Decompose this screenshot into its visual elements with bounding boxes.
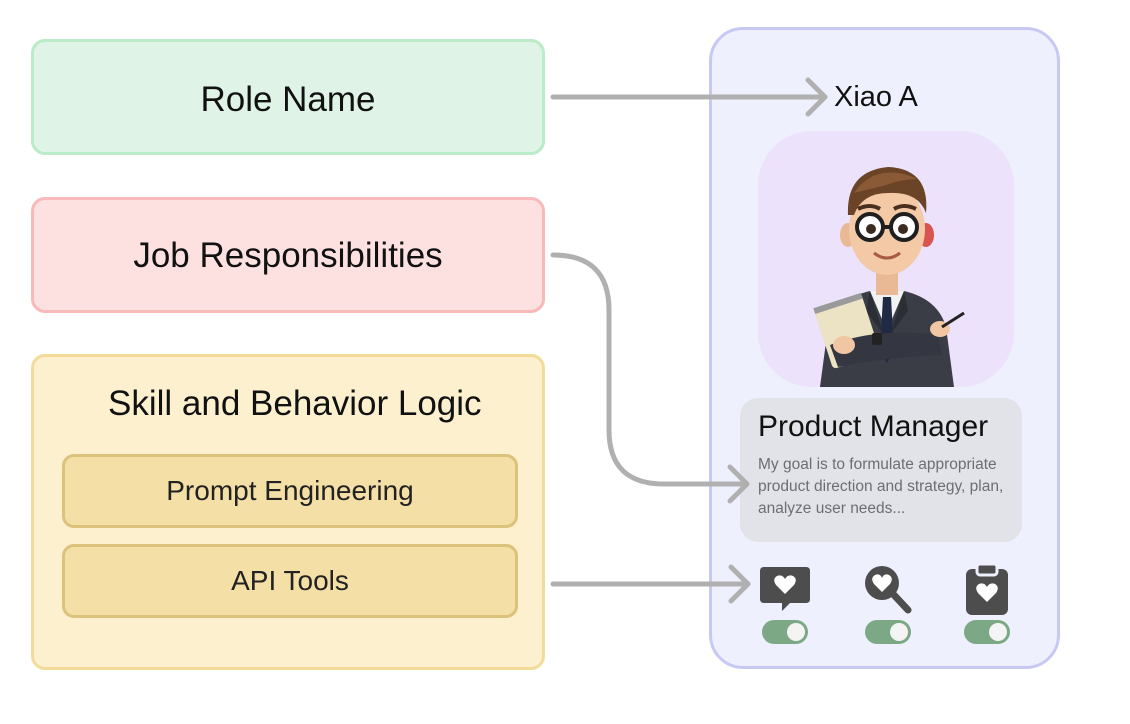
avatar bbox=[758, 131, 1014, 387]
skill-behavior-label: Skill and Behavior Logic bbox=[108, 384, 482, 423]
agent-name: Xiao A bbox=[834, 81, 918, 113]
role-description: My goal is to formulate appropriate prod… bbox=[758, 456, 1004, 517]
role-name-box: Role Name bbox=[31, 39, 545, 155]
arrow-job-to-description bbox=[550, 252, 748, 487]
clipboard-heart-icon bbox=[960, 562, 1016, 615]
arrow-role-head bbox=[805, 77, 828, 117]
chat-heart-icon bbox=[758, 563, 814, 615]
avatar-illustration bbox=[813, 167, 965, 387]
role-title: Product Manager bbox=[758, 410, 989, 443]
role-name-label: Role Name bbox=[200, 80, 376, 119]
prompt-engineering-box: Prompt Engineering bbox=[62, 454, 518, 528]
agent-card: Xiao A bbox=[709, 27, 1060, 669]
api-tools-box: API Tools bbox=[62, 544, 518, 618]
job-responsibilities-box: Job Responsibilities bbox=[31, 197, 545, 313]
tool-toggle-chat[interactable] bbox=[762, 620, 808, 644]
job-responsibilities-label: Job Responsibilities bbox=[133, 236, 443, 275]
role-description-panel: Product Manager My goal is to formulate … bbox=[740, 398, 1022, 542]
search-heart-icon bbox=[860, 563, 916, 615]
tool-toggle-search[interactable] bbox=[865, 620, 911, 644]
arrow-api-head bbox=[728, 564, 751, 604]
tool-toggle-clipboard[interactable] bbox=[964, 620, 1010, 644]
skill-behavior-box: Skill and Behavior Logic Prompt Engineer… bbox=[31, 354, 545, 670]
arrow-job-head bbox=[727, 464, 750, 504]
